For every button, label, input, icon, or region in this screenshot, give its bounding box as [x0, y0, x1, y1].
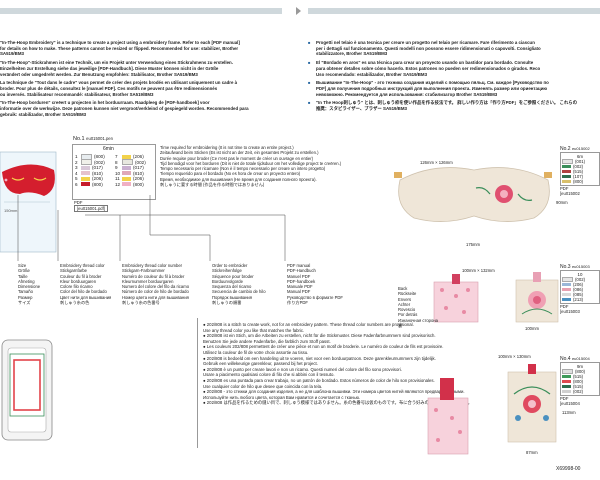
bullet-icon: ■ [308, 80, 311, 86]
intro-left: "In-The-Hoop Embroidery" is a technique … [0, 40, 249, 117]
embroidered-pouch-photo [504, 364, 560, 446]
pouch-hoop-size: 100mm × 132mm [462, 268, 495, 273]
thread-row: 8(002) [115, 159, 146, 166]
header-bar-left [0, 8, 282, 14]
thread-color-chip [81, 171, 90, 176]
thread-color-chip [122, 154, 131, 159]
notes-frame [197, 318, 394, 448]
thread-col-1: 1(800) 2(002) 3(017) 4(810) 5(206) 6(800… [75, 153, 113, 187]
svg-text:150mm: 150mm [4, 208, 18, 213]
thread-row: 9(017) [115, 165, 144, 171]
bullet-icon: ■ [308, 40, 311, 45]
footer-code: X69998-00 [556, 466, 581, 472]
thread-color-chip [122, 165, 131, 170]
pouch3-hoop-size: 100mm × 130mm [498, 354, 531, 359]
right-panel-no3: No.3 eu015003 10 (002) (206) (086) (085)… [560, 264, 600, 314]
thread-color-chip [81, 176, 90, 181]
pouch-width: 100mm [525, 326, 539, 331]
time-value: 6min [103, 146, 114, 152]
thread-row: 10(810) [115, 170, 144, 176]
bullet-icon: ■ [308, 100, 311, 106]
thread-col-2: 7(206) 8(002) 9(017) 10(810) 11(206) 12(… [115, 154, 153, 187]
mask-hoop-size: 126mm × 126mm [420, 160, 453, 165]
thread-row: 12(800) [115, 181, 144, 187]
thread-box: 6min 1(800) 2(002) 3(017) 4(810) 5(206) … [72, 144, 156, 200]
thread-row: 5(206) [75, 176, 103, 182]
thread-row: 6(800) [75, 181, 103, 187]
thread-color-chip [122, 159, 133, 166]
mask-design-image: 150mm [0, 150, 60, 270]
right-panel-no4: No.4 eu015004 9m (800) (515) (800) (515)… [560, 356, 600, 406]
thread-color-chip [81, 182, 90, 187]
notes-block: ● 202/808 is a stitch to create work, no… [203, 322, 472, 406]
pouch-front-photo [514, 270, 560, 324]
mask-height: 90mm [556, 200, 568, 205]
design-number: No.1 eu015001.pen [73, 136, 113, 142]
thread-color-chip [122, 182, 131, 187]
pouch3-width: 87mm [526, 450, 538, 455]
bullet-icon: ■ [308, 60, 311, 66]
thread-row: 2(002) [75, 159, 105, 166]
legend-leader-lines [17, 195, 286, 261]
thread-row: 4(810) [75, 170, 103, 176]
hoop-illustration [0, 330, 60, 455]
thread-color-chip [122, 171, 131, 176]
thread-row: 7(206) [115, 154, 144, 160]
pdf-label: PDF[eu015001.pdf] [74, 200, 108, 213]
time-legend: Time required for embroidering (It is no… [160, 145, 342, 188]
pouch2-height: 113mm [562, 410, 576, 415]
right-panel-no2: No.2 eu015002 6m (001) (002) (515) (107)… [560, 146, 600, 196]
thread-row: 3(017) [75, 165, 103, 171]
eye-mask-photo [394, 160, 554, 240]
thread-row: 11(206) [115, 176, 144, 182]
thread-color-chip [81, 165, 90, 170]
thread-color-chip [81, 159, 92, 166]
thread-color-chip [122, 176, 131, 181]
arrow-marker-icon [296, 7, 301, 15]
zip-pouch-photo [426, 378, 470, 456]
intro-right: ■ Progetti nel telaio è una tecnica per … [308, 40, 578, 112]
pouch-back-photo [432, 274, 480, 324]
mask-width: 175mm [466, 242, 480, 247]
header-bar-right [308, 8, 600, 14]
